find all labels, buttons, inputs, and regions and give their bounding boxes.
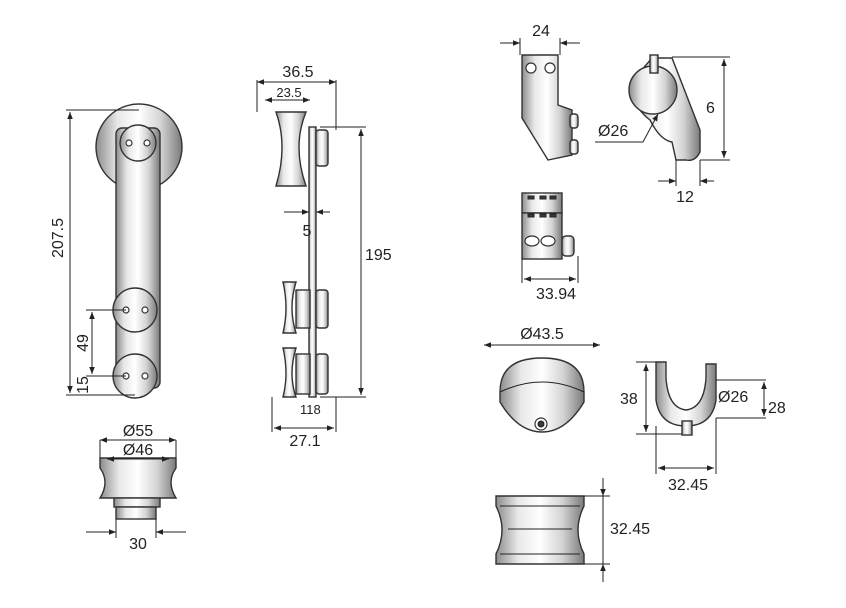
dim-118: 118 xyxy=(300,402,321,417)
dim-23-5: 23.5 xyxy=(276,85,301,100)
dim-5: 5 xyxy=(303,223,312,240)
dim-207-5: 207.5 xyxy=(50,218,67,258)
dim-33-94: 33.94 xyxy=(536,286,576,303)
bolt-hole xyxy=(141,372,149,380)
hanger-arm xyxy=(115,127,161,389)
dim-d46: Ø46 xyxy=(123,442,153,459)
dim-d55: Ø55 xyxy=(123,423,153,440)
guide-part: 38 28 Ø26 32.45 xyxy=(620,361,786,494)
dim-d26-clamp: Ø26 xyxy=(598,123,628,140)
dim-24: 24 xyxy=(532,23,550,40)
bracket-part: 24 xyxy=(500,23,580,161)
wheel-hub xyxy=(113,497,161,508)
block-part: 33.94 xyxy=(521,192,579,303)
front-view-hanger: 207.5 49 15 xyxy=(50,103,183,399)
bolt-hole xyxy=(125,139,133,147)
dim-30: 30 xyxy=(129,536,147,553)
dim-6: 6 xyxy=(706,100,715,117)
top-roller-side xyxy=(275,111,308,187)
dim-38: 38 xyxy=(620,391,638,408)
wheel-section: Ø55 Ø46 30 xyxy=(86,423,186,553)
dim-d43-5: Ø43.5 xyxy=(520,326,564,343)
dim-32-45-roller: 32.45 xyxy=(610,521,650,538)
dim-32-45-guide: 32.45 xyxy=(668,477,708,494)
roller-part: 32.45 xyxy=(495,478,650,582)
dim-15: 15 xyxy=(75,376,92,394)
clamp-part: Ø26 6 12 xyxy=(595,54,730,206)
plate-side xyxy=(308,126,317,398)
bottom-roller-side xyxy=(282,347,297,398)
middle-roller-side xyxy=(282,281,297,334)
dim-12: 12 xyxy=(676,189,694,206)
dim-d26-guide: Ø26 xyxy=(718,389,748,406)
bolt-hole xyxy=(141,306,149,314)
bracket-body xyxy=(521,54,573,161)
stop-part: Ø43.5 xyxy=(484,326,600,433)
dim-36-5: 36.5 xyxy=(282,64,313,81)
dim-195: 195 xyxy=(365,247,392,264)
dim-27-1: 27.1 xyxy=(289,433,320,450)
wheel-body xyxy=(98,457,178,499)
dim-49: 49 xyxy=(75,334,92,352)
bolt-hole xyxy=(143,139,151,147)
guide-body xyxy=(655,361,717,427)
side-view-hanger: 36.5 23.5 5 195 118 27.1 xyxy=(256,64,392,450)
block-body xyxy=(521,212,563,260)
top-wheel-hub xyxy=(119,124,157,162)
wheel-axle xyxy=(115,506,157,520)
dim-28: 28 xyxy=(768,400,786,417)
top-boss xyxy=(315,129,329,167)
